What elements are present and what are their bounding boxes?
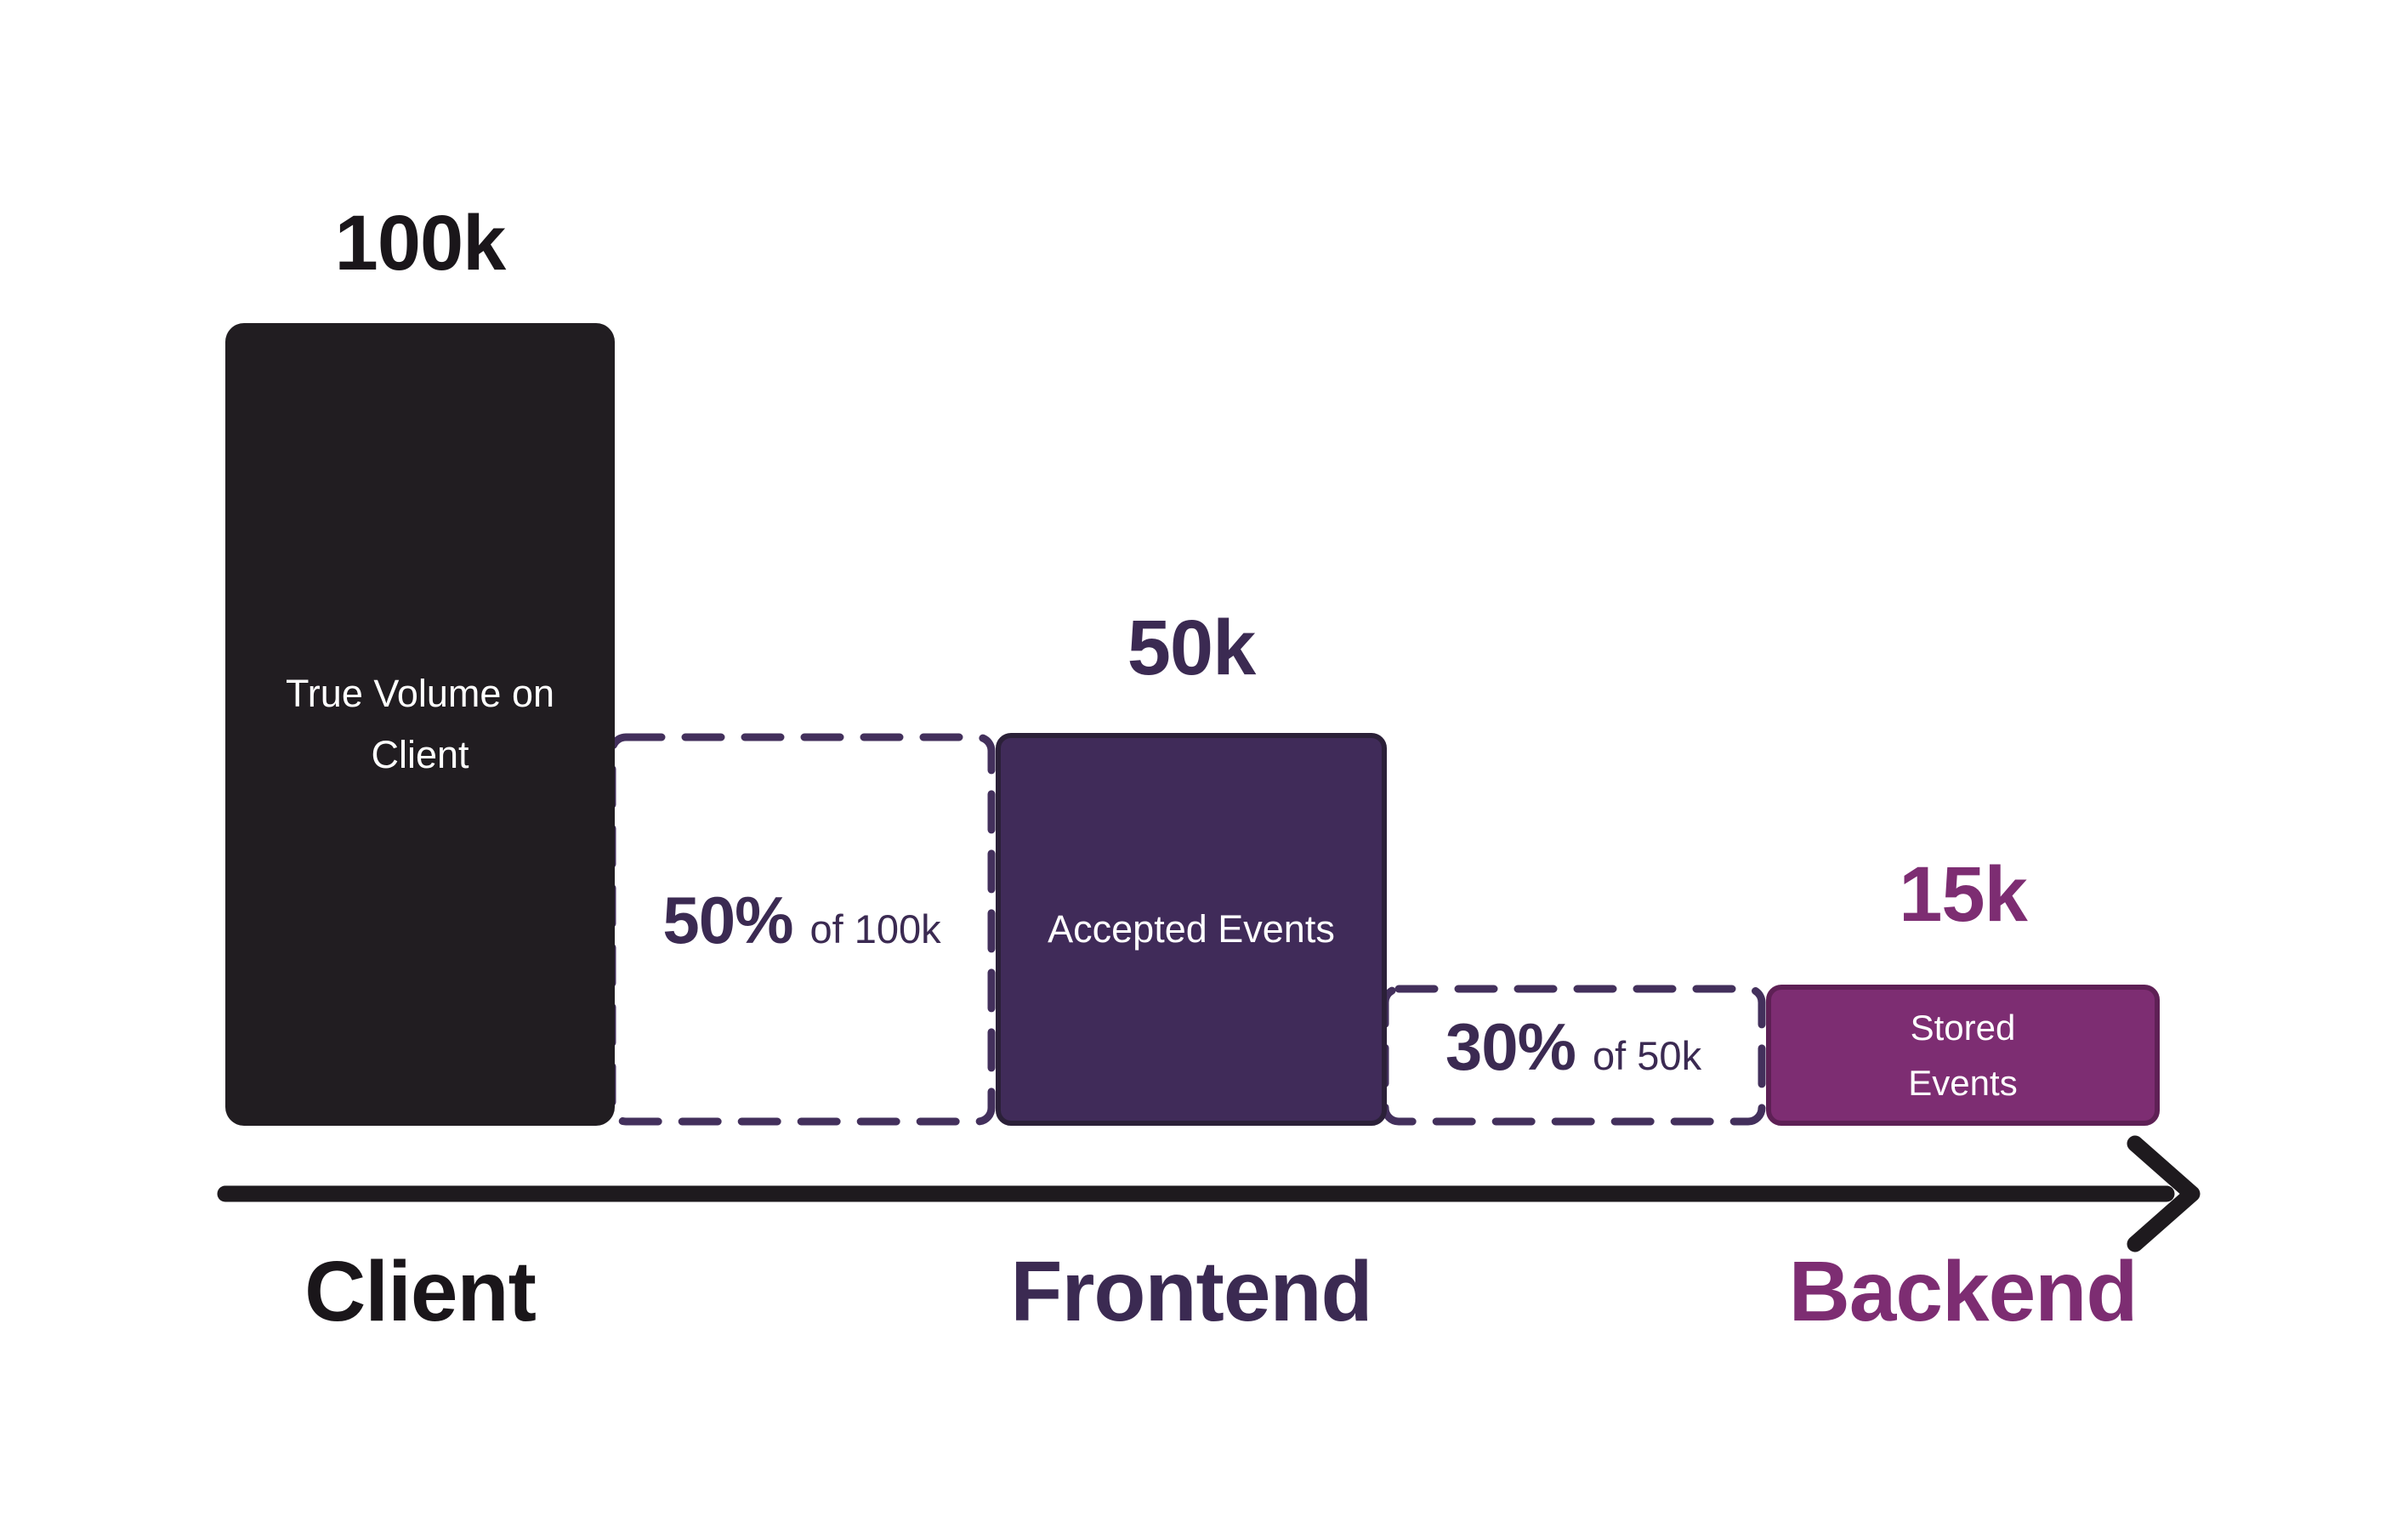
axis-label-frontend: Frontend [1010, 1244, 1372, 1339]
drop-50-content: 50% of 100k [608, 733, 996, 1126]
bar-client-label: True Volume on Client [285, 672, 554, 776]
axis-label-backend: Backend [1788, 1244, 2138, 1339]
axis-label-client: Client [304, 1244, 537, 1339]
bar-backend-stored-events: Stored Events [1766, 985, 2160, 1126]
drop-30-percent-text: 30% [1445, 1009, 1576, 1084]
dashed-rect-icon [608, 733, 996, 1126]
value-label-frontend: 50k [1127, 605, 1257, 691]
bar-client-true-volume: True Volume on Client [225, 323, 615, 1126]
drop-50-of-text: of 100k [809, 906, 941, 951]
value-label-backend: 15k [1899, 851, 2028, 938]
bar-frontend-accepted-events: Accepted Events [996, 733, 1387, 1126]
x-axis-arrow-icon [217, 1135, 2201, 1252]
drop-30-content: 30% of 50k [1381, 985, 1766, 1126]
value-label-client: 100k [334, 200, 507, 287]
drop-30-of-text: of 50k [1593, 1033, 1702, 1078]
bar-backend-label: Stored Events [1908, 1007, 2018, 1103]
drop-50-percent-text: 50% [662, 883, 793, 957]
bar-frontend-label: Accepted Events [1048, 907, 1335, 951]
drop-box-50-percent: 50% of 100k [608, 733, 996, 1126]
drop-box-30-percent: 30% of 50k [1381, 985, 1766, 1126]
